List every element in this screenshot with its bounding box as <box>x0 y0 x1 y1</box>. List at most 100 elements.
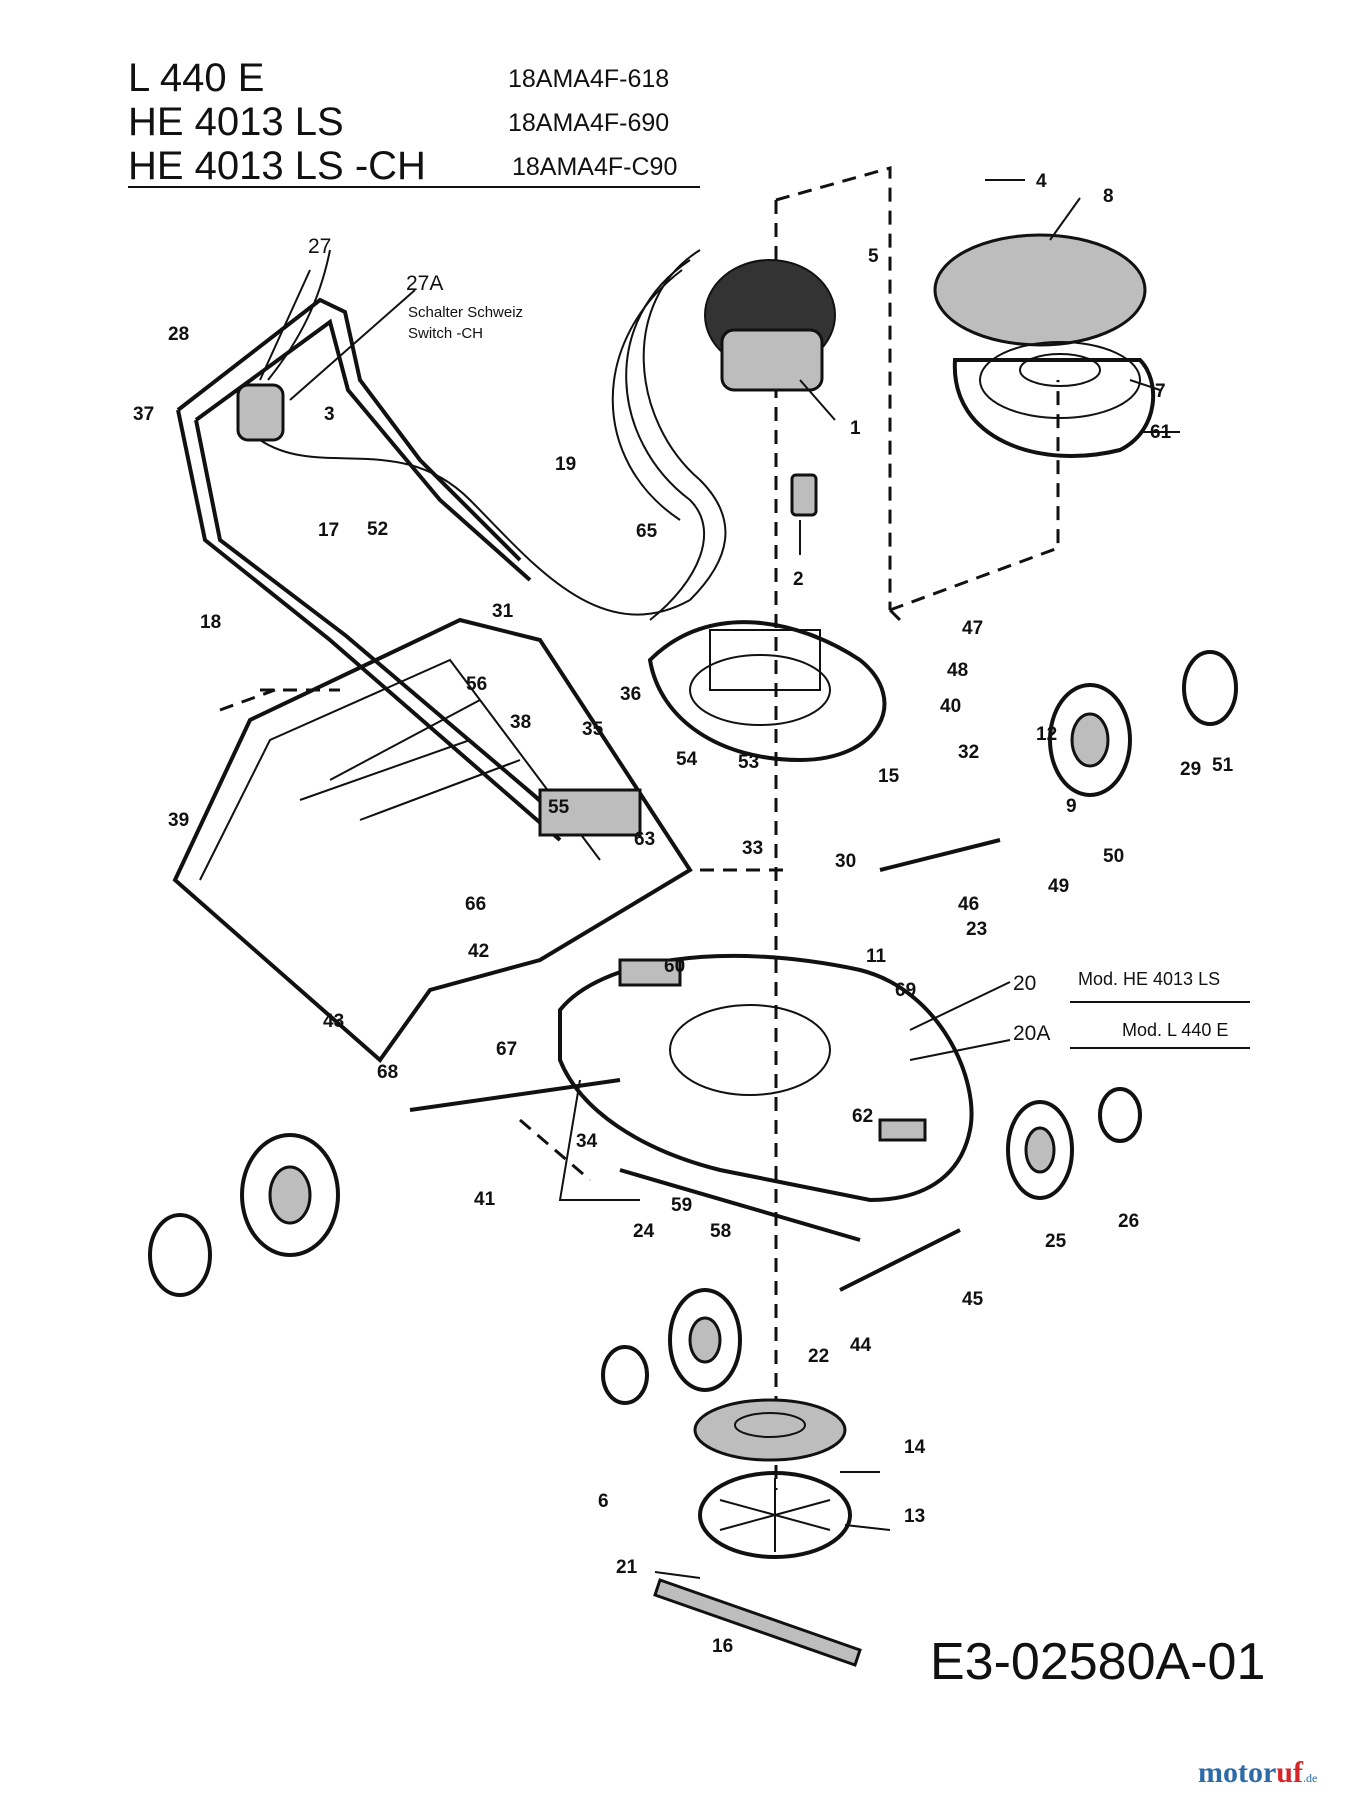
part-label-46: 46 <box>958 894 979 915</box>
part-label-24: 24 <box>633 1221 655 1242</box>
hubcap-51-right <box>1182 650 1238 726</box>
part-label-5: 5 <box>868 246 879 267</box>
part-label-20a: 20A <box>1013 1022 1050 1045</box>
part-label-20: 20 <box>1013 972 1036 995</box>
part-label-38: 38 <box>510 712 531 733</box>
part-label-44: 44 <box>850 1335 872 1356</box>
blade <box>653 1578 862 1667</box>
part-label-16: 16 <box>712 1636 733 1657</box>
part-label-36: 36 <box>620 684 641 705</box>
part-label-15: 15 <box>878 766 900 787</box>
fan-impeller <box>698 1471 852 1559</box>
part-label-62: 62 <box>852 1106 873 1127</box>
model-note-20: Mod. HE 4013 LS <box>1078 969 1220 989</box>
document-number: E3-02580A-01 <box>930 1633 1266 1691</box>
part-label-53: 53 <box>738 752 759 773</box>
part-label-37: 37 <box>133 404 154 425</box>
hubcap-51-left <box>148 1213 212 1297</box>
part-label-29: 29 <box>1180 759 1201 780</box>
part-label-21: 21 <box>616 1557 638 1578</box>
part-labels: 1 2 3 4 5 6 7 8 9 11 12 13 14 15 16 17 1… <box>133 171 1234 1657</box>
part-label-49: 49 <box>1048 876 1069 897</box>
wheel-front-right <box>1048 683 1132 797</box>
blade-adapter <box>693 1398 847 1462</box>
part-label-3: 3 <box>324 404 335 425</box>
part-label-50: 50 <box>1103 846 1124 867</box>
part-label-32: 32 <box>958 742 979 763</box>
hubcap-26-right <box>1098 1087 1142 1143</box>
motor-cover <box>933 233 1156 458</box>
wheel-rear-left <box>668 1288 742 1392</box>
part-label-34: 34 <box>576 1131 598 1152</box>
part-label-4: 4 <box>1036 171 1047 192</box>
part-label-47: 47 <box>962 618 983 639</box>
part-label-18: 18 <box>200 612 221 633</box>
part-label-35: 35 <box>582 719 604 740</box>
model-name-1: L 440 E <box>128 56 265 100</box>
brand-logo: motoruf.de <box>1198 1756 1317 1790</box>
switch-note-line2: Switch -CH <box>408 325 483 342</box>
part-label-30: 30 <box>835 851 856 872</box>
model-name-3: HE 4013 LS -CH <box>128 144 426 188</box>
part-label-68: 68 <box>377 1062 398 1083</box>
part-label-61: 61 <box>1150 422 1172 443</box>
handle-assembly <box>176 249 691 842</box>
part-label-60: 60 <box>664 956 685 977</box>
part-label-25: 25 <box>1045 1231 1067 1252</box>
part-label-17: 17 <box>318 520 339 541</box>
part-label-11: 11 <box>866 946 887 967</box>
wheel-rear-right <box>1006 1100 1074 1200</box>
part-label-8: 8 <box>1103 186 1114 207</box>
hubcap-26-left <box>601 1345 649 1405</box>
part-label-69: 69 <box>895 980 916 1001</box>
part-label-26: 26 <box>1118 1211 1139 1232</box>
part-label-52: 52 <box>367 519 388 540</box>
part-label-40: 40 <box>940 696 961 717</box>
part-label-14: 14 <box>904 1437 926 1458</box>
motor-assembly <box>611 249 836 621</box>
part-label-33: 33 <box>742 838 763 859</box>
part-label-28: 28 <box>168 324 189 345</box>
part-label-48: 48 <box>947 660 968 681</box>
mower-deck <box>558 953 974 1203</box>
part-label-43: 43 <box>323 1011 344 1032</box>
brand-suffix: .de <box>1302 1771 1318 1785</box>
leader-lines <box>259 179 1250 1579</box>
model-code-3: 18AMA4F-C90 <box>512 153 678 181</box>
part-label-58: 58 <box>710 1221 731 1242</box>
switch-note-line1: Schalter Schweiz <box>408 304 523 321</box>
part-label-55: 55 <box>548 797 570 818</box>
brand-accent: uf <box>1276 1756 1303 1789</box>
model-name-2: HE 4013 LS <box>128 100 344 144</box>
part-label-13: 13 <box>904 1506 925 1527</box>
fan-housing <box>647 620 887 763</box>
part-label-51: 51 <box>1212 755 1234 776</box>
part-label-7: 7 <box>1155 381 1166 402</box>
model-code-1: 18AMA4F-618 <box>508 65 670 93</box>
part-label-27: 27 <box>308 235 331 258</box>
part-label-22: 22 <box>808 1346 829 1367</box>
part-label-56: 56 <box>466 674 487 695</box>
part-label-45: 45 <box>962 1289 984 1310</box>
part-label-54: 54 <box>676 749 698 770</box>
part-label-31: 31 <box>492 601 514 622</box>
wheel-front-left <box>240 1133 340 1257</box>
part-label-2: 2 <box>793 569 804 590</box>
model-code-2: 18AMA4F-690 <box>508 109 670 137</box>
axles-and-linkage <box>409 838 1001 1292</box>
part-label-19: 19 <box>555 454 576 475</box>
part-label-63: 63 <box>634 829 655 850</box>
part-label-41: 41 <box>474 1189 496 1210</box>
part-label-9: 9 <box>1066 796 1077 817</box>
part-label-6: 6 <box>598 1491 609 1512</box>
part-label-67: 67 <box>496 1039 517 1060</box>
grass-catcher <box>172 617 693 1063</box>
part-label-66: 66 <box>465 894 486 915</box>
part-label-65: 65 <box>636 521 658 542</box>
assembly-dashed-lines <box>219 166 1060 1490</box>
part-label-39: 39 <box>168 810 189 831</box>
part-label-59: 59 <box>671 1195 692 1216</box>
brand-main: motor <box>1198 1756 1277 1789</box>
part-label-42: 42 <box>468 941 489 962</box>
